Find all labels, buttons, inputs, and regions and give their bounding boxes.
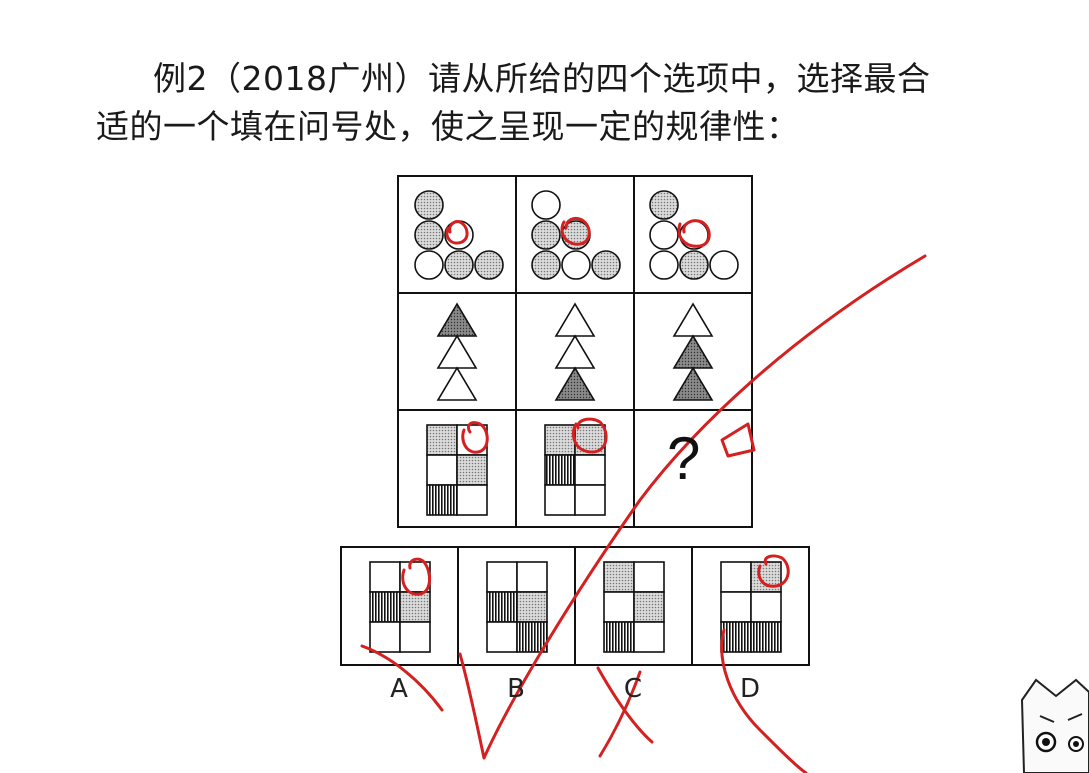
option-b-label[interactable]: B <box>507 674 525 704</box>
row3-cell1-grid <box>426 424 488 516</box>
annotation-loop-r3c1 <box>461 421 489 454</box>
annotation-loop-r3c2 <box>571 417 608 454</box>
annotation-stroke-d <box>720 628 808 773</box>
row3-cell2-grid <box>544 424 606 516</box>
annotation-loop-r1c3 <box>677 219 711 248</box>
row2-cell1-triangles <box>436 302 478 401</box>
missing-cell-question-mark: ? <box>667 425 701 492</box>
annotation-check-mark <box>458 254 927 760</box>
question-line-2: 适的一个填在问号处，使之呈现一定的规律性： <box>96 107 800 146</box>
row1-cell1-circles <box>414 190 504 280</box>
option-c-grid[interactable] <box>603 561 665 653</box>
annotation-loop-option-a <box>401 557 431 596</box>
annotation-stroke-a <box>360 644 444 712</box>
mascot-icon <box>1020 678 1089 773</box>
options-strip <box>340 546 810 666</box>
option-d-grid[interactable] <box>720 561 782 653</box>
row2-cell2-triangles <box>554 302 596 401</box>
option-a-grid[interactable] <box>369 561 431 653</box>
red-annotations <box>360 216 927 773</box>
row1-cell2-circles <box>531 190 621 280</box>
option-d-label[interactable]: D <box>739 674 761 704</box>
annotation-loop-option-d <box>757 554 790 588</box>
puzzle-grid <box>397 175 753 528</box>
option-a-label[interactable]: A <box>390 674 408 704</box>
annotation-loop-r1c1 <box>445 220 469 245</box>
annotation-cross-c-2 <box>598 670 642 758</box>
question-line-1: 例2（2018广州）请从所给的四个选项中，选择最合 <box>153 59 931 98</box>
row2-cell3-triangles <box>672 302 714 401</box>
annotation-loop-r1c2 <box>560 216 591 246</box>
row1-cell3-circles <box>649 190 739 280</box>
annotation-diamond <box>720 422 756 458</box>
option-c-label[interactable]: C <box>623 674 643 704</box>
option-b-grid[interactable] <box>486 561 548 653</box>
